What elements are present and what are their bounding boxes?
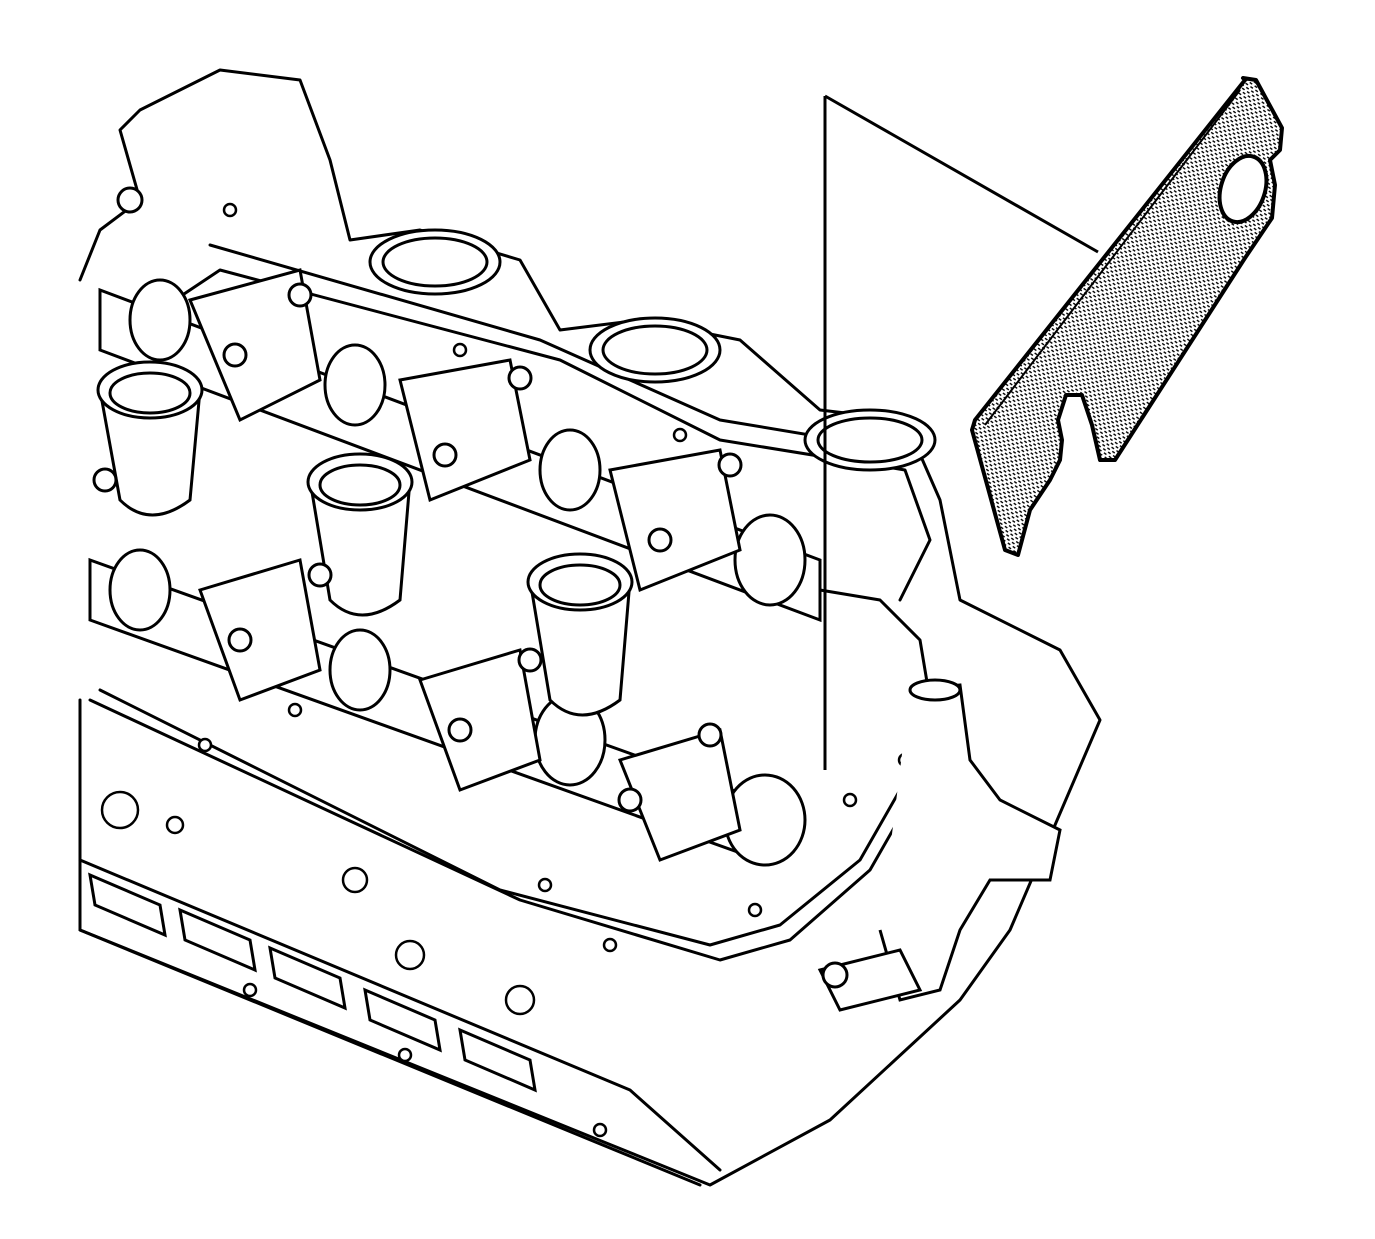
- flange-holes: [100, 202, 913, 1138]
- callout-leader: [823, 94, 1099, 770]
- spark-plug-tubes: [96, 360, 634, 717]
- bolts: [92, 186, 743, 813]
- intake-ports: [368, 228, 937, 472]
- bearing-caps: [187, 268, 742, 862]
- sensor-connector: [817, 678, 1062, 1012]
- exhaust-ports: [88, 872, 537, 1093]
- gasket: [970, 76, 1284, 557]
